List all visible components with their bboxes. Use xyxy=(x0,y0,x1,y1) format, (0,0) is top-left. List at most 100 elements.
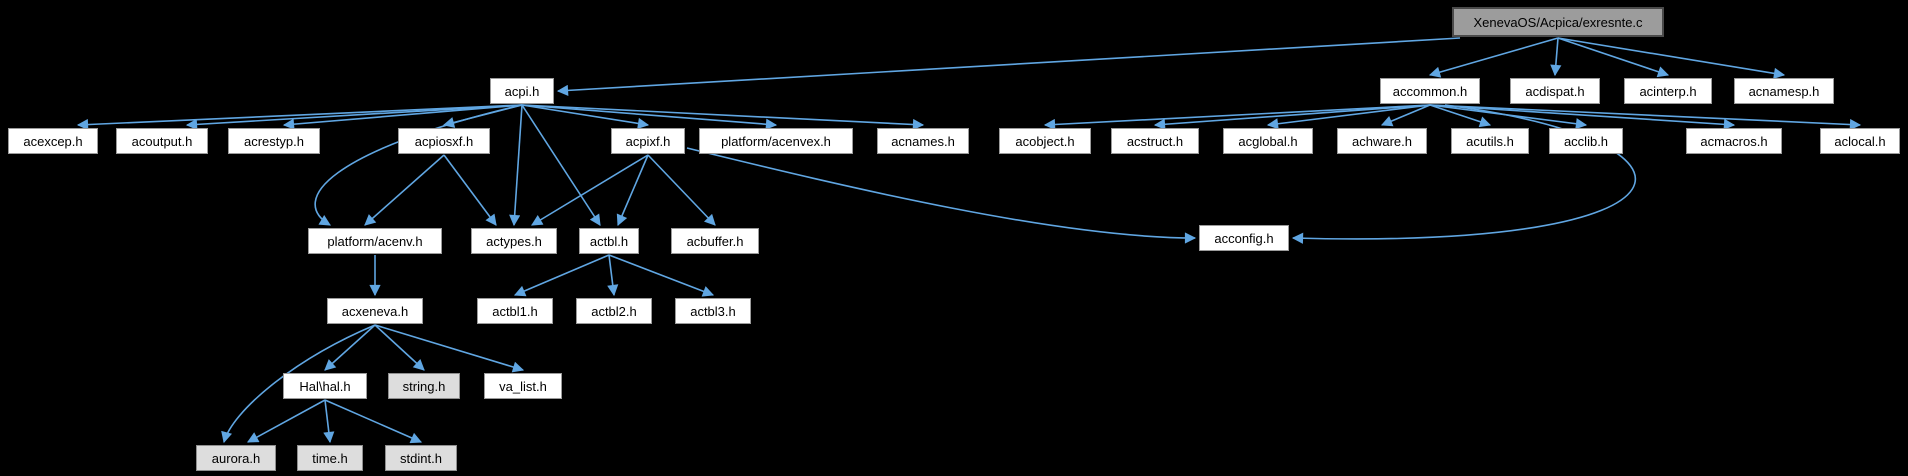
node-acconfig[interactable]: acconfig.h xyxy=(1199,225,1289,251)
edge-acpi-to-acnames xyxy=(521,104,925,131)
node-acinterp[interactable]: acinterp.h xyxy=(1624,78,1712,104)
edge-root-to-acinterp xyxy=(1557,37,1670,78)
node-valist[interactable]: va_list.h xyxy=(484,373,562,399)
node-label: acrestyp.h xyxy=(244,133,304,149)
node-label: acclib.h xyxy=(1563,133,1609,149)
node-acexcep[interactable]: acexcep.h xyxy=(8,128,98,154)
node-acutils[interactable]: acutils.h xyxy=(1451,128,1529,154)
node-label: acnames.h xyxy=(891,133,955,149)
node-label: acexcep.h xyxy=(23,133,83,149)
edge-acpi-to-acenvex xyxy=(521,104,778,130)
edge-root-to-acpi xyxy=(556,37,1461,96)
edge-root-to-acnamesp xyxy=(1557,37,1786,79)
node-label: XenevaOS/Acpica/exresnte.c xyxy=(1473,14,1643,30)
edge-acpixf-to-acbuffer xyxy=(647,154,716,226)
edge-acpi-to-acenv xyxy=(314,104,523,226)
node-label: stdint.h xyxy=(400,450,442,466)
node-acbuffer[interactable]: acbuffer.h xyxy=(671,228,759,254)
node-label: actbl3.h xyxy=(690,303,736,319)
node-acpiosxf[interactable]: acpiosxf.h xyxy=(398,128,490,154)
node-stdint: stdint.h xyxy=(385,445,457,471)
node-label: acconfig.h xyxy=(1214,230,1274,246)
node-label: actbl1.h xyxy=(492,303,538,319)
node-time: time.h xyxy=(297,445,363,471)
node-label: acxeneva.h xyxy=(341,303,409,319)
edge-accommon-to-aclocal xyxy=(1429,104,1862,131)
node-acrestyp[interactable]: acrestyp.h xyxy=(228,128,320,154)
edge-acxeneva-to-aurora xyxy=(221,324,376,444)
node-label: platform/acenv.h xyxy=(327,233,423,249)
edge-actbl-to-actbl2 xyxy=(607,254,619,297)
node-actbl3[interactable]: actbl3.h xyxy=(675,298,751,324)
node-root: XenevaOS/Acpica/exresnte.c xyxy=(1452,7,1664,37)
node-aurora: aurora.h xyxy=(196,445,276,471)
node-string: string.h xyxy=(388,373,460,399)
node-label: acglobal.h xyxy=(1238,133,1298,149)
node-label: aurora.h xyxy=(211,450,261,466)
node-label: string.h xyxy=(402,378,446,394)
node-acoutput[interactable]: acoutput.h xyxy=(116,128,208,154)
node-acpi[interactable]: acpi.h xyxy=(490,78,554,104)
edge-acxeneva-to-hal xyxy=(324,324,376,371)
node-actbl[interactable]: actbl.h xyxy=(579,228,639,254)
node-actbl1[interactable]: actbl1.h xyxy=(477,298,553,324)
node-acglobal[interactable]: acglobal.h xyxy=(1223,128,1313,154)
edge-actbl-to-actbl3 xyxy=(608,254,715,297)
edge-acpi-to-acoutput xyxy=(185,104,523,130)
node-label: acoutput.h xyxy=(131,133,193,149)
node-acnames[interactable]: acnames.h xyxy=(877,128,969,154)
node-label: Hal\hal.h xyxy=(299,378,351,394)
edge-accommon-to-acmacros xyxy=(1429,104,1736,130)
edge-acpi-to-actbl xyxy=(521,104,601,226)
edge-accommon-to-acstruct xyxy=(1153,104,1431,130)
edge-acxeneva-to-string xyxy=(374,324,425,371)
edge-acpiosxf-to-acenv xyxy=(364,154,445,226)
node-acnamesp[interactable]: acnamesp.h xyxy=(1734,78,1834,104)
node-label: acpixf.h xyxy=(625,133,671,149)
node-aclocal[interactable]: aclocal.h xyxy=(1820,128,1900,154)
edge-accommon-to-acconfig xyxy=(1291,104,1637,244)
node-label: acpi.h xyxy=(504,83,540,99)
node-acmacros[interactable]: acmacros.h xyxy=(1686,128,1782,154)
edge-accommon-to-acobject xyxy=(1043,104,1431,131)
edge-hal-to-aurora xyxy=(247,399,326,443)
node-label: acpiosxf.h xyxy=(414,133,474,149)
node-acenv[interactable]: platform/acenv.h xyxy=(308,228,442,254)
node-label: acnamesp.h xyxy=(1748,83,1820,99)
node-label: acdispat.h xyxy=(1525,83,1585,99)
node-label: acinterp.h xyxy=(1639,83,1697,99)
node-accommon[interactable]: accommon.h xyxy=(1380,78,1480,104)
edge-acpiosxf-to-actypes xyxy=(443,154,497,226)
node-actypes[interactable]: actypes.h xyxy=(471,228,557,254)
edge-acpi-to-acexcep xyxy=(76,104,523,131)
edge-acpi-to-actypes xyxy=(509,104,523,227)
node-acclib[interactable]: acclib.h xyxy=(1549,128,1623,154)
node-acdispat[interactable]: acdispat.h xyxy=(1510,78,1600,104)
edge-acpi-to-acrestyp xyxy=(282,104,523,130)
node-acenvex[interactable]: platform/acenvex.h xyxy=(699,128,853,154)
node-label: acobject.h xyxy=(1015,133,1075,149)
node-actbl2[interactable]: actbl2.h xyxy=(576,298,652,324)
node-label: accommon.h xyxy=(1392,83,1468,99)
edge-accommon-to-acglobal xyxy=(1266,104,1431,130)
node-label: actypes.h xyxy=(486,233,542,249)
node-acxeneva[interactable]: acxeneva.h xyxy=(327,298,423,324)
node-acstruct[interactable]: acstruct.h xyxy=(1111,128,1199,154)
edge-acpi-to-acpixf xyxy=(521,104,650,129)
node-acobject[interactable]: acobject.h xyxy=(999,128,1091,154)
edge-acpixf-to-actypes xyxy=(531,154,649,226)
edge-actbl-to-actbl1 xyxy=(513,254,610,297)
node-label: actbl.h xyxy=(589,233,629,249)
node-achware[interactable]: achware.h xyxy=(1337,128,1427,154)
edge-acpixf-to-actbl xyxy=(616,154,649,227)
node-label: acstruct.h xyxy=(1126,133,1184,149)
edge-acxeneva-to-valist xyxy=(374,324,525,373)
edge-accommon-to-achware xyxy=(1380,104,1431,127)
node-label: va_list.h xyxy=(499,378,547,394)
node-hal[interactable]: Hal\hal.h xyxy=(283,373,367,399)
node-acpixf[interactable]: acpixf.h xyxy=(611,128,685,154)
node-label: actbl2.h xyxy=(591,303,637,319)
edge-acpixf-to-acconfig xyxy=(686,147,1197,244)
